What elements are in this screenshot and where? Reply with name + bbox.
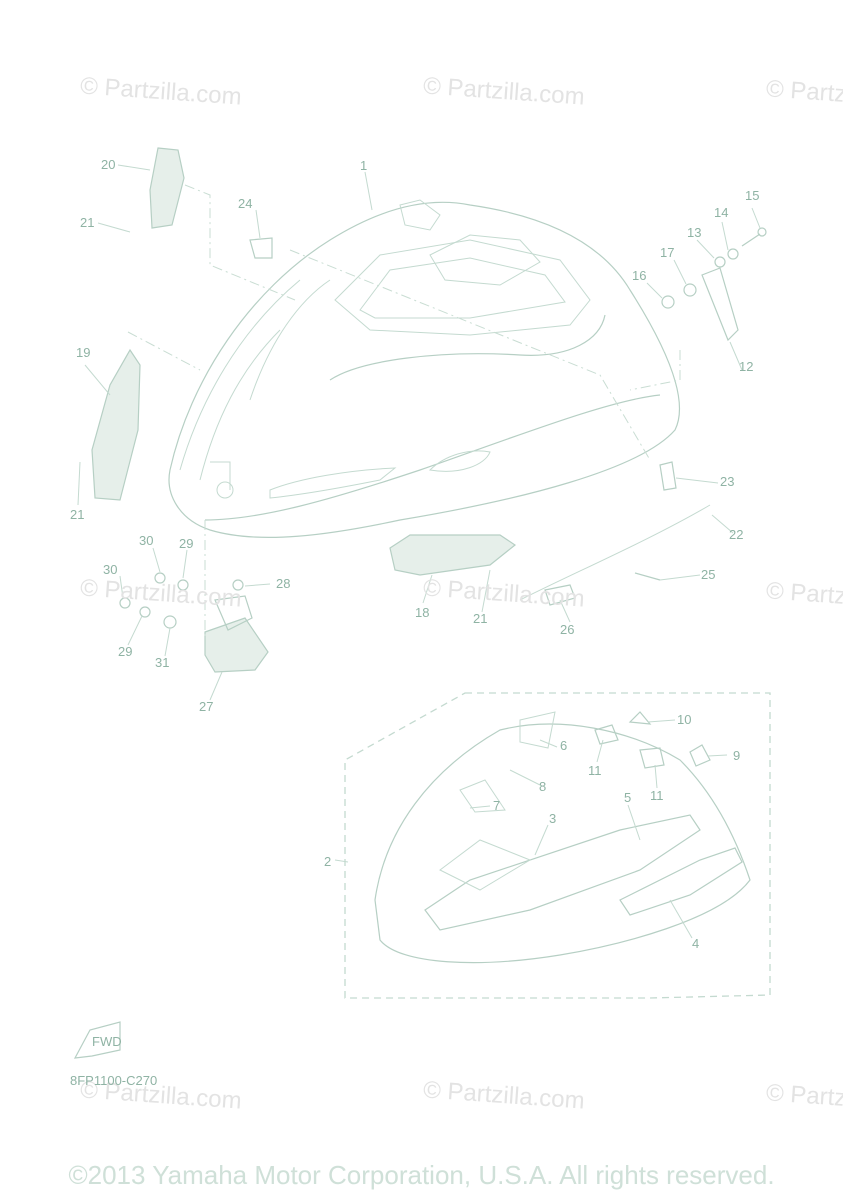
- callout-8: 8: [539, 779, 546, 794]
- callout-25: 25: [701, 567, 715, 582]
- inner-panel-box: [344, 692, 771, 999]
- callout-5: 5: [624, 790, 631, 805]
- screw-25: [634, 572, 661, 581]
- callout-31: 31: [155, 655, 169, 670]
- callout-22: 22: [729, 527, 743, 542]
- callout-12: 12: [739, 359, 753, 374]
- callout-19: 19: [76, 345, 90, 360]
- callout-6: 6: [560, 738, 567, 753]
- callout-30b: 30: [103, 562, 117, 577]
- mesh-panel-19: [91, 348, 141, 501]
- callout-16: 16: [632, 268, 646, 283]
- callout-11a: 11: [588, 763, 602, 778]
- callout-27: 27: [199, 699, 213, 714]
- cable-22: [519, 504, 711, 601]
- callout-10: 10: [677, 712, 691, 727]
- watermark: © Partzilla.com: [765, 577, 843, 611]
- callout-28: 28: [276, 576, 290, 591]
- watermark: © Partzilla.com: [765, 1079, 843, 1113]
- callout-29a: 29: [179, 536, 193, 551]
- watermark: © Partzilla.com: [765, 75, 843, 109]
- callout-15: 15: [745, 188, 759, 203]
- callout-1: 1: [360, 158, 367, 173]
- forward-arrow-icon: FWD: [73, 1021, 122, 1059]
- side-bracket-group: [661, 227, 767, 342]
- callout-21a: 21: [80, 215, 94, 230]
- inner-panel-assembly: [374, 711, 751, 964]
- bracket-24: [249, 237, 273, 259]
- callout-23: 23: [720, 474, 734, 489]
- callout-21c: 21: [473, 611, 487, 626]
- callout-30a: 30: [139, 533, 153, 548]
- diagram-code: 8FP1100-C270: [70, 1073, 158, 1088]
- callout-4: 4: [692, 936, 699, 951]
- copyright-notice: ©2013 Yamaha Motor Corporation, U.S.A. A…: [68, 1160, 775, 1190]
- callout-2: 2: [324, 854, 331, 869]
- callout-9: 9: [733, 748, 740, 763]
- callout-3: 3: [549, 811, 556, 826]
- callout-17: 17: [660, 245, 674, 260]
- callout-11b: 11: [650, 788, 664, 803]
- callout-leaders: [77, 164, 761, 939]
- callout-13: 13: [687, 225, 701, 240]
- front-cowling-assembly: [168, 199, 680, 539]
- bracket-23: [659, 461, 677, 491]
- grommet-26: [544, 584, 576, 606]
- callout-18: 18: [415, 605, 429, 620]
- callout-26: 26: [560, 622, 574, 637]
- callout-21b: 21: [70, 507, 84, 522]
- callout-20: 20: [101, 157, 115, 172]
- mesh-panel-20: [149, 147, 185, 229]
- callout-24: 24: [238, 196, 252, 211]
- callout-7: 7: [493, 798, 500, 813]
- callout-29b: 29: [118, 644, 132, 659]
- callout-labels: 1 2 3 4 5 6 7 8 9 10 11 11 12 13 14 15 1…: [70, 157, 759, 951]
- mesh-panel-18: [389, 534, 517, 576]
- callout-14: 14: [714, 205, 728, 220]
- svg-text:FWD: FWD: [92, 1034, 122, 1049]
- flasher-light-assembly: [119, 572, 269, 673]
